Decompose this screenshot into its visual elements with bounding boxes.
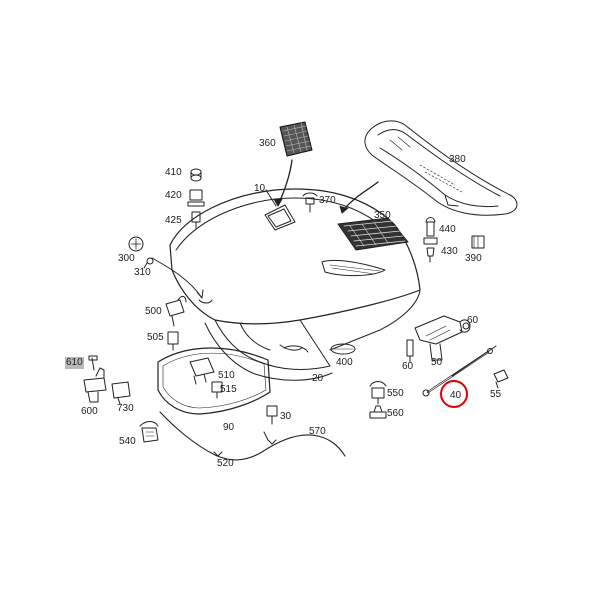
- hinge-600-730: [83, 355, 131, 405]
- label-50: 50: [431, 357, 443, 368]
- vent-350: [337, 181, 409, 251]
- part-55: [493, 369, 509, 389]
- label-380: 380: [449, 154, 466, 165]
- bumpers-410-420-425: [187, 168, 205, 229]
- label-420: 420: [165, 190, 182, 201]
- label-515: 515: [220, 384, 237, 395]
- part-310: [143, 257, 154, 269]
- label-510: 510: [218, 370, 235, 381]
- label-90: 90: [223, 422, 235, 433]
- cable-520-570: [159, 411, 346, 461]
- grille-360: [273, 121, 313, 207]
- label-570: 570: [309, 426, 326, 437]
- gas-strut-40: [422, 345, 497, 397]
- label-560: 560: [387, 408, 404, 419]
- clips-550-560: [369, 381, 387, 419]
- label-310: 310: [134, 267, 151, 278]
- label-430: 430: [441, 246, 458, 257]
- label-410: 410: [165, 167, 182, 178]
- label-730: 730: [117, 403, 134, 414]
- label-610: 610: [65, 357, 84, 369]
- seal-90: [157, 347, 271, 415]
- label-370: 370: [319, 195, 336, 206]
- label-350: 350: [374, 210, 391, 221]
- label-550: 550: [387, 388, 404, 399]
- label-440: 440: [439, 224, 456, 235]
- label-600: 600: [81, 406, 98, 417]
- clips-440-430-390: [423, 217, 485, 263]
- label-10: 10: [254, 183, 266, 194]
- pad-20: [283, 345, 309, 353]
- hood-lock-500-505: [165, 295, 187, 351]
- label-400: 400: [336, 357, 353, 368]
- label-55: 55: [490, 389, 502, 400]
- emblem-400: [330, 343, 356, 355]
- hinge-50-60: [406, 315, 471, 363]
- screw-370: [302, 192, 318, 213]
- part-540: [139, 421, 159, 443]
- label-500: 500: [145, 306, 162, 317]
- label-540: 540: [119, 436, 136, 447]
- part-30: [266, 405, 278, 425]
- air-duct-380: [364, 120, 518, 216]
- label-390: 390: [465, 253, 482, 264]
- label-60-bottom: 60: [402, 361, 414, 372]
- label-20: 20: [312, 373, 324, 384]
- highlight-circle: [440, 380, 468, 408]
- label-60-top: 60: [467, 315, 479, 326]
- label-30: 30: [280, 411, 292, 422]
- latch-510-515: [189, 357, 223, 399]
- label-520: 520: [217, 458, 234, 469]
- emblem-300: [128, 236, 144, 252]
- label-505: 505: [147, 332, 164, 343]
- hood-panel: [151, 188, 421, 381]
- label-425: 425: [165, 215, 182, 226]
- leader-10: [265, 189, 277, 207]
- label-360: 360: [259, 138, 276, 149]
- label-300: 300: [118, 253, 135, 264]
